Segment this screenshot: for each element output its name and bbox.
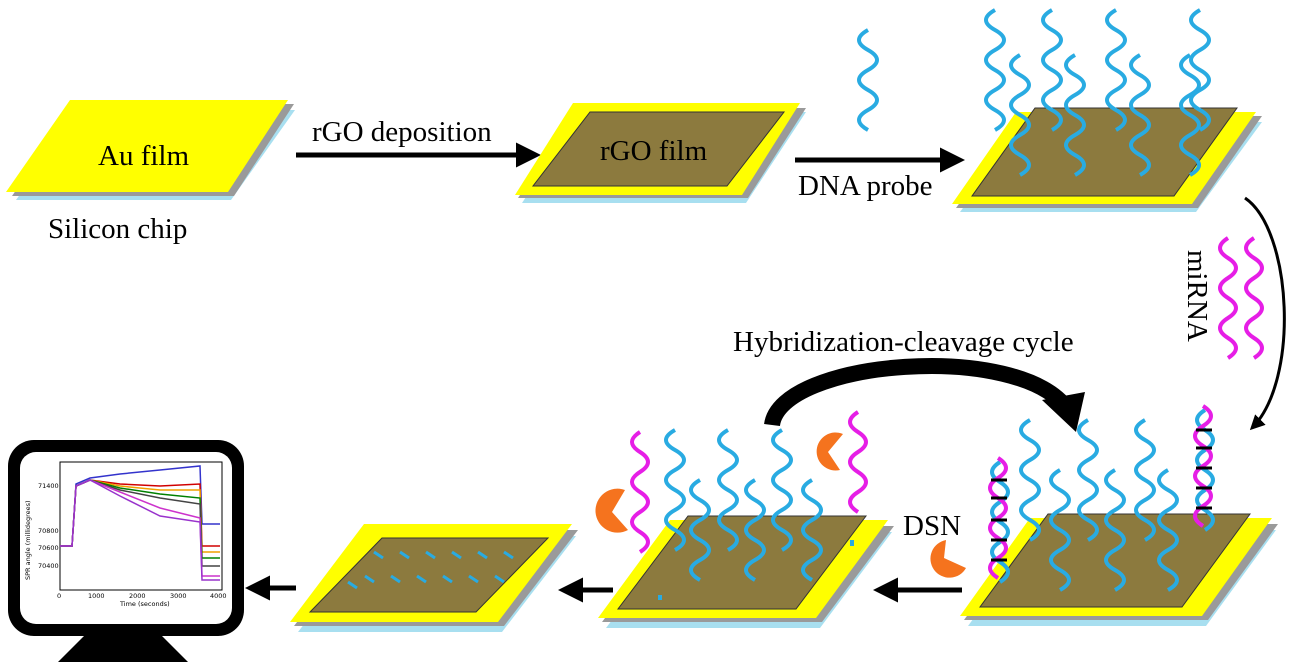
plot-ylabel: SPR angle (millidegrees) xyxy=(24,500,32,580)
mirna-strands xyxy=(1218,236,1264,360)
au-film-label: Au film xyxy=(98,140,190,172)
monitor: 71400 70800 70600 70400 0 1000 2000 3000… xyxy=(8,440,244,662)
x-tick-1000: 1000 xyxy=(88,592,105,600)
arrow-hybridization-head xyxy=(1042,392,1085,432)
monitor-stand xyxy=(58,632,188,662)
dsn-label: DSN xyxy=(903,510,962,542)
arrow-hybridization-cycle xyxy=(764,358,1075,428)
curve-purple xyxy=(60,479,220,581)
y-tick-70800: 70800 xyxy=(38,527,59,535)
x-tick-3000: 3000 xyxy=(170,592,187,600)
chip-hybridized xyxy=(960,404,1278,626)
dna-probe-strand xyxy=(857,28,879,132)
dna-probe-label: DNA probe xyxy=(798,170,933,202)
plot-frame xyxy=(59,461,223,591)
dsn-enzyme-icon xyxy=(930,540,966,578)
chip-cleavage xyxy=(598,410,894,628)
y-tick-71400: 71400 xyxy=(38,482,59,490)
x-tick-0: 0 xyxy=(57,592,61,600)
y-tick-70400: 70400 xyxy=(38,562,59,570)
x-tick-4000: 4000 xyxy=(210,592,227,600)
chip-rgo-film xyxy=(515,103,806,203)
x-tick-2000: 2000 xyxy=(129,592,146,600)
silicon-chip-label: Silicon chip xyxy=(48,213,188,245)
plot-xlabel: Time (seconds) xyxy=(119,600,170,608)
rgo-deposition-label: rGO deposition xyxy=(312,116,492,148)
dsn-enzyme-icon-left xyxy=(595,488,628,533)
monitor-screen xyxy=(20,452,232,624)
chip-with-dna-probes xyxy=(952,8,1262,212)
mirna-label: miRNA xyxy=(1181,250,1213,342)
chip-au-film xyxy=(6,100,295,200)
dsn-enzyme-icon-top xyxy=(816,432,843,471)
chip-cleaved xyxy=(290,524,578,632)
arrow-mirna-addition xyxy=(1244,196,1286,431)
rgo-film-label: rGO film xyxy=(600,135,708,167)
y-tick-70600: 70600 xyxy=(38,544,59,552)
hybridization-cycle-label: Hybridization-cleavage cycle xyxy=(733,326,1074,358)
